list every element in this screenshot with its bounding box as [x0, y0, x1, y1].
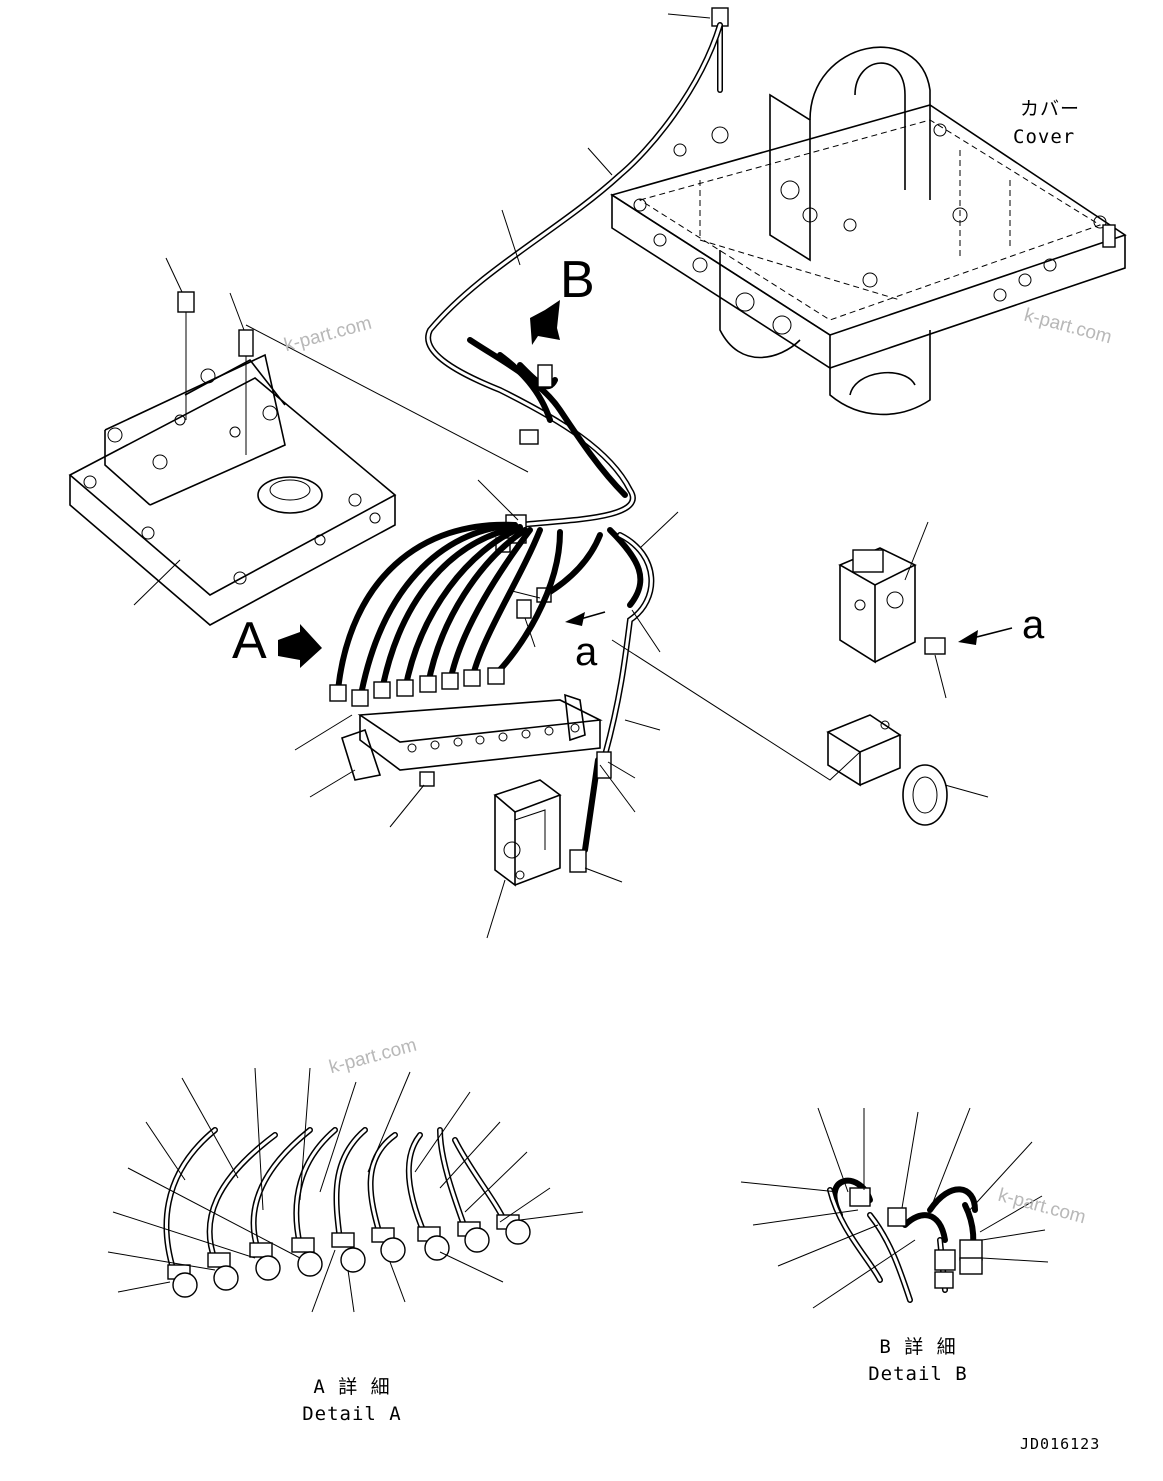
detail-a-caption-jp: A 詳 細: [313, 1376, 391, 1398]
reference-label-a-right: a: [1022, 603, 1045, 647]
cover-assembly: [610, 46, 1127, 416]
detail-a-caption-en: Detail A: [302, 1403, 402, 1425]
detail-b-drawing: [740, 1107, 1049, 1309]
hose-bundle: [329, 7, 729, 873]
reference-line-a: [611, 639, 861, 781]
detail-b-caption-jp: B 詳 細: [879, 1336, 957, 1358]
cover-label-en: Cover: [1013, 126, 1076, 148]
reference-label-a-left: a: [575, 630, 598, 674]
manifold-bracket: [341, 693, 603, 787]
view-arrows: [278, 300, 1013, 668]
drawing-number: JD016123: [1020, 1435, 1101, 1453]
cover-label-jp: カバー: [1020, 98, 1081, 120]
view-label-a: A: [232, 612, 267, 670]
valve-right: [838, 547, 946, 664]
leader-lines: [133, 13, 989, 939]
detail-a-drawing: [107, 1067, 584, 1313]
view-label-b: B: [560, 251, 595, 309]
adapter-block: [493, 779, 562, 887]
detail-b-caption-en: Detail B: [868, 1363, 968, 1385]
arrow-a-icon: [278, 624, 322, 668]
arrow-b-icon: [530, 300, 560, 345]
pump-body: [826, 714, 948, 826]
control-valve-assembly: [68, 291, 529, 626]
